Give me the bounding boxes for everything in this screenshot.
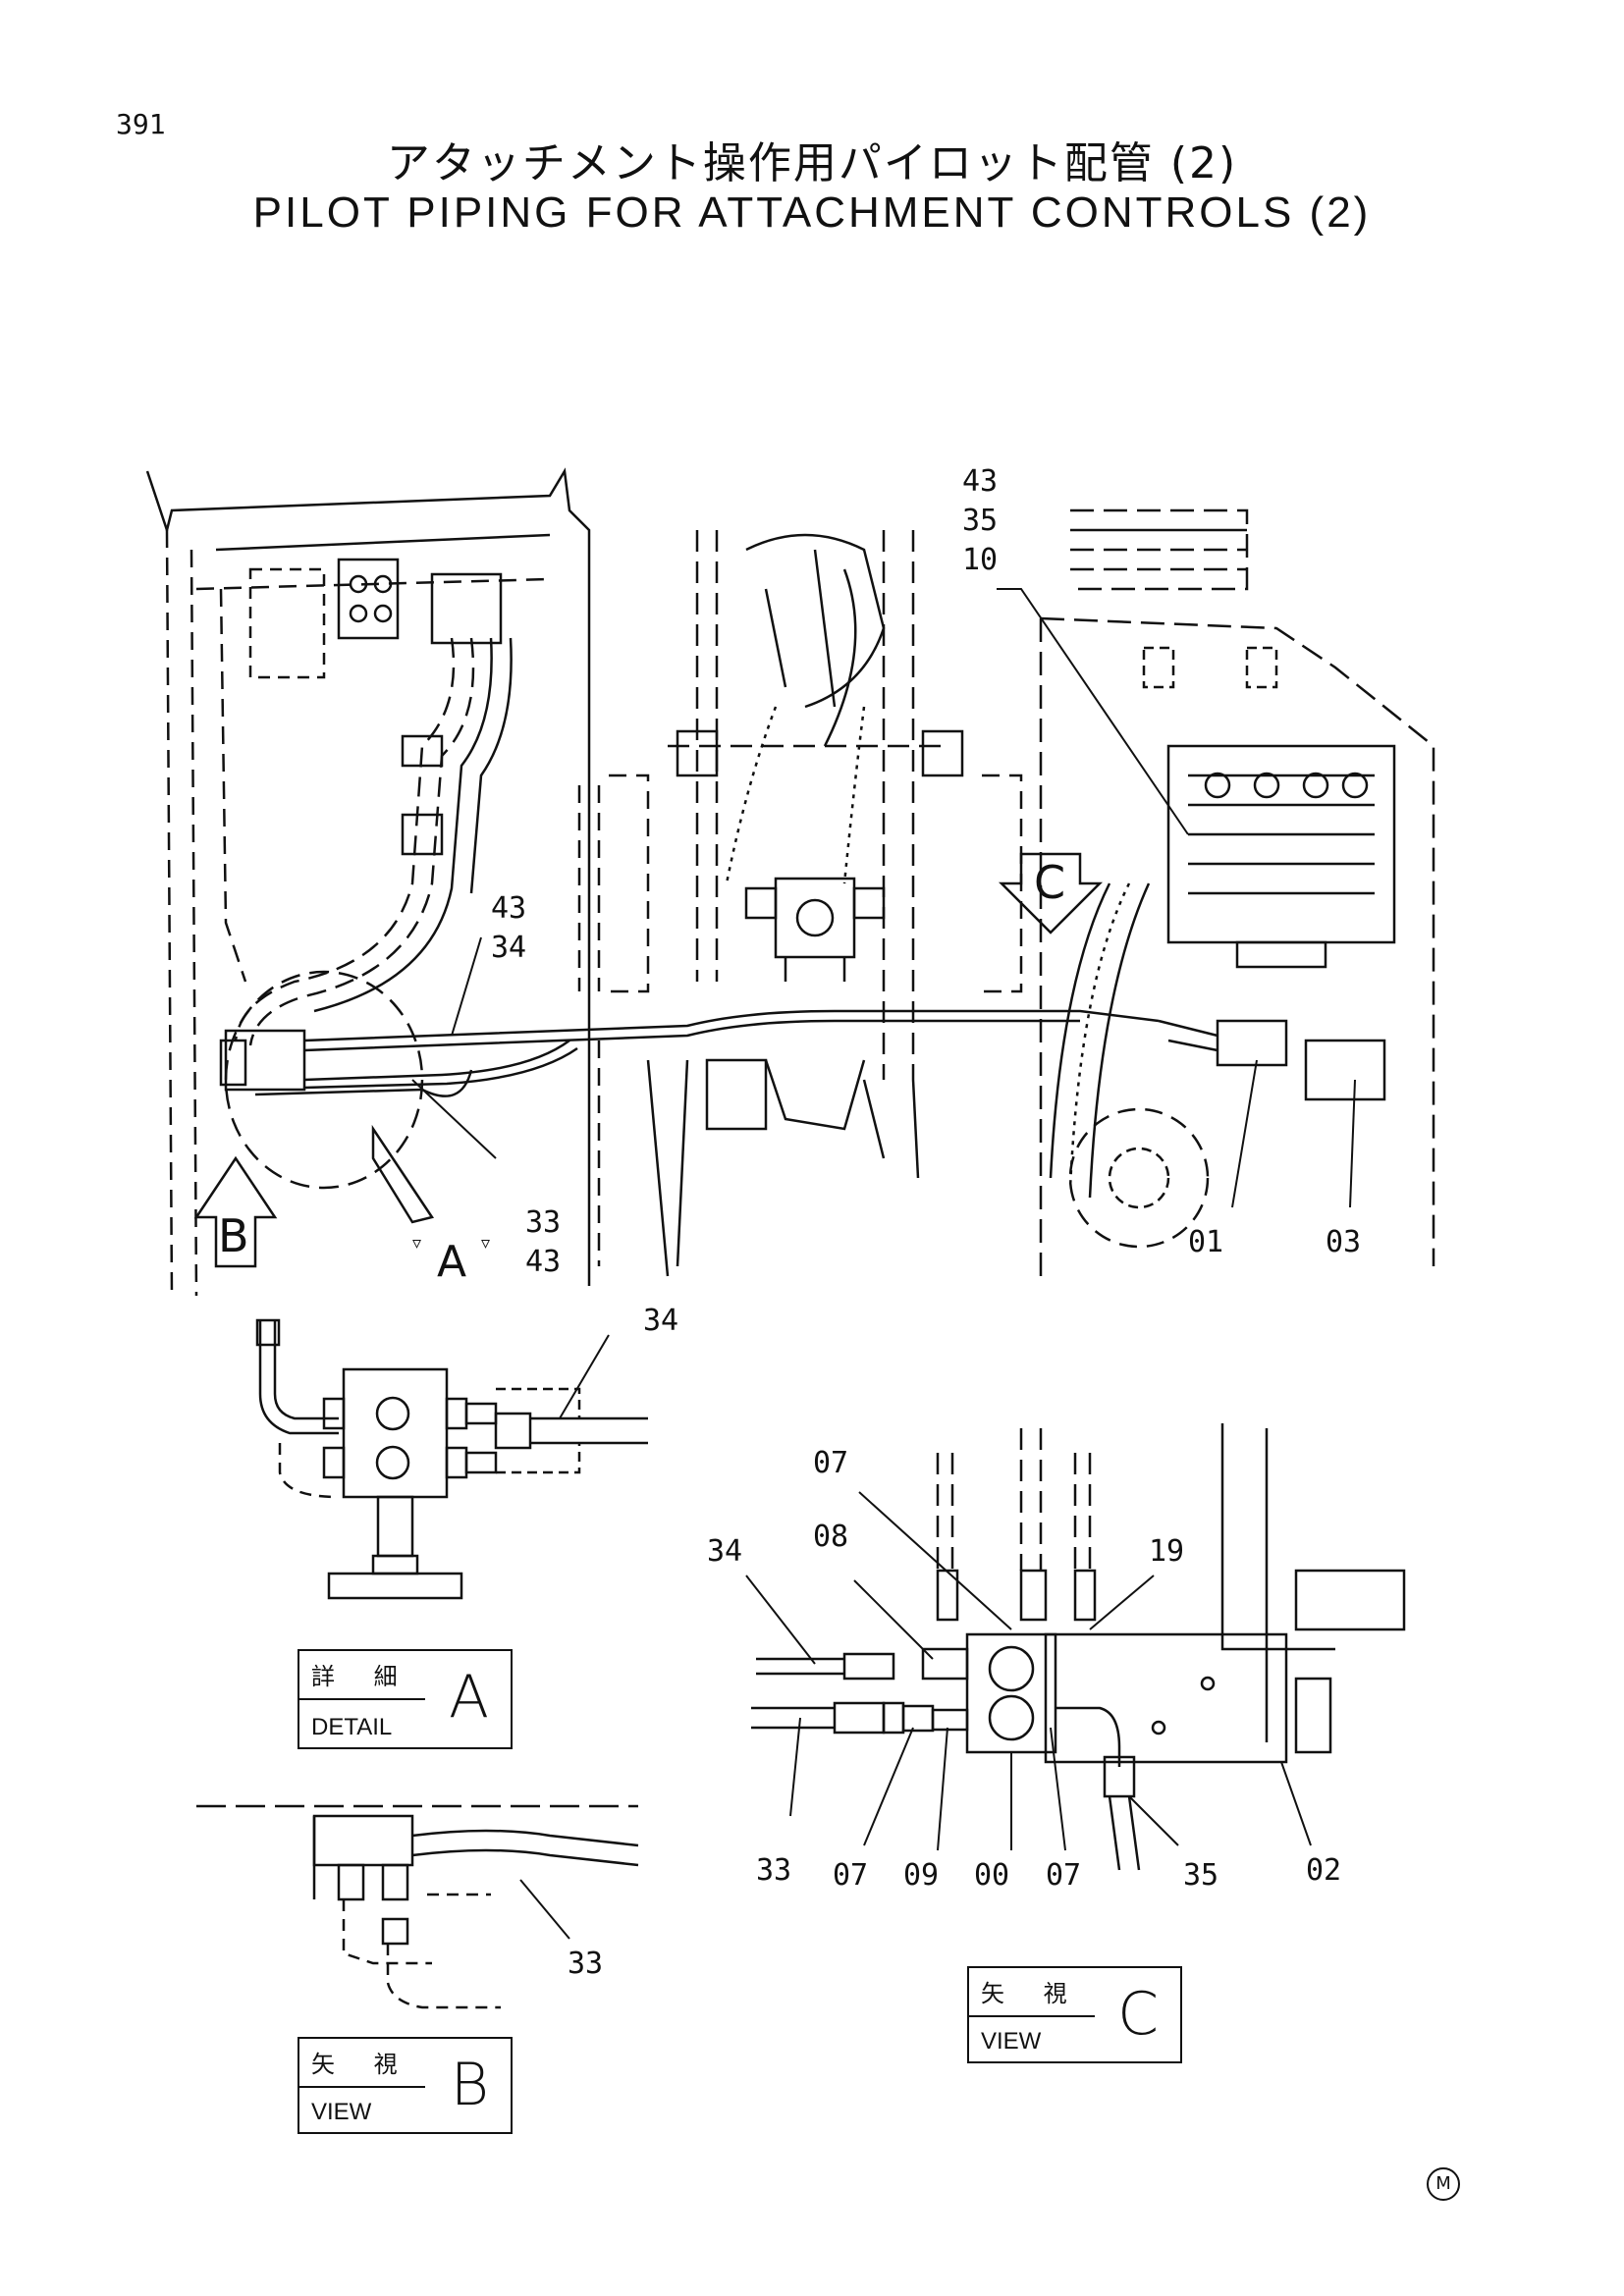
cab-frame xyxy=(145,467,591,1286)
part-03-bracket xyxy=(1304,1039,1386,1101)
callout-08: 08 xyxy=(813,1520,848,1554)
view-c-drawing xyxy=(745,1423,1406,1871)
callout-34-left: 34 xyxy=(491,931,526,965)
detail-a-drawing xyxy=(255,1318,648,1600)
view-b-label-en: VIEW xyxy=(311,2099,372,2125)
left-valve xyxy=(224,1029,306,1092)
callout-07-right: 07 xyxy=(1046,1858,1081,1893)
callout-33-view-b: 33 xyxy=(568,1947,603,1981)
swing-circle xyxy=(1068,1107,1210,1249)
svg-text:▿: ▿ xyxy=(412,1233,421,1254)
callout-19: 19 xyxy=(1149,1534,1184,1569)
hose-long-lower xyxy=(303,1039,570,1082)
callout-43-left: 43 xyxy=(491,891,526,926)
view-c-label-letter: C xyxy=(1117,1980,1159,2049)
view-c-label: 矢 視 VIEW C xyxy=(967,1966,1182,2063)
callout-34-detail-a: 34 xyxy=(643,1304,678,1338)
manufacturer-mark: M xyxy=(1427,2167,1460,2201)
hose-bundle xyxy=(234,637,456,1041)
callout-00: 00 xyxy=(974,1858,1009,1893)
svg-text:▿: ▿ xyxy=(481,1233,490,1254)
title-japanese: アタッチメント操作用パイロット配管 (2) xyxy=(386,138,1238,188)
callout-07-left: 07 xyxy=(833,1858,868,1893)
view-c-arrow xyxy=(998,852,1104,934)
top-hose-bundle xyxy=(745,533,886,709)
view-b-label-letter: B xyxy=(450,2051,489,2119)
view-c-arrow-letter: C xyxy=(1034,856,1065,909)
view-c-label-jp: 矢 視 xyxy=(981,1980,1083,2007)
callout-02: 02 xyxy=(1306,1853,1341,1888)
callout-35-top: 35 xyxy=(962,504,998,538)
page-number: 391 xyxy=(116,108,166,140)
callout-07-top: 07 xyxy=(813,1446,848,1480)
part-01-block xyxy=(1216,1019,1288,1067)
detail-a-circle xyxy=(224,970,424,1190)
callout-34-view-c: 34 xyxy=(707,1534,742,1569)
callout-01: 01 xyxy=(1188,1225,1223,1259)
callout-43-top: 43 xyxy=(962,464,998,499)
section-a-marker: A xyxy=(437,1237,466,1287)
detail-a-label-en: DETAIL xyxy=(311,1714,393,1740)
view-b-drawing xyxy=(196,1804,639,2009)
detail-a-base xyxy=(327,1572,463,1600)
callout-09: 09 xyxy=(903,1858,939,1893)
callout-10-top: 10 xyxy=(962,543,998,577)
view-c-label-en: VIEW xyxy=(981,2028,1042,2055)
view-b-arrow xyxy=(193,1155,278,1268)
callout-33-bottom: 33 xyxy=(525,1205,561,1240)
detail-a-label-jp: 詳 細 xyxy=(311,1663,413,1690)
connector-block xyxy=(337,558,400,640)
view-c-valve-body xyxy=(965,1632,1057,1754)
center-valve xyxy=(774,877,856,959)
view-c-callouts: 07 08 34 19 33 07 09 00 07 35 02 xyxy=(707,1446,1341,1893)
view-b-label-jp: 矢 視 xyxy=(311,2051,413,2078)
main-callouts: 43 35 10 43 34 33 43 01 03 B C A ▿ ▿ xyxy=(218,464,1361,1287)
callout-43-bottom: 43 xyxy=(525,1245,561,1279)
hose-long-upper xyxy=(303,1009,1160,1042)
main-assembly-view xyxy=(145,467,1435,1297)
title-english: PILOT PIPING FOR ATTACHMENT CONTROLS (2) xyxy=(252,188,1372,237)
cab-panel xyxy=(248,567,326,679)
callout-03: 03 xyxy=(1326,1225,1361,1259)
view-b-label: 矢 視 VIEW B xyxy=(298,2037,513,2134)
view-b-arrow-letter: B xyxy=(218,1209,249,1262)
view-c-bracket xyxy=(1044,1632,1288,1764)
callout-33-view-c: 33 xyxy=(756,1853,791,1888)
detail-a-label-letter: A xyxy=(448,1663,489,1732)
callout-35-view-c: 35 xyxy=(1183,1858,1218,1893)
detail-a-label: 詳 細 DETAIL A xyxy=(298,1649,513,1749)
